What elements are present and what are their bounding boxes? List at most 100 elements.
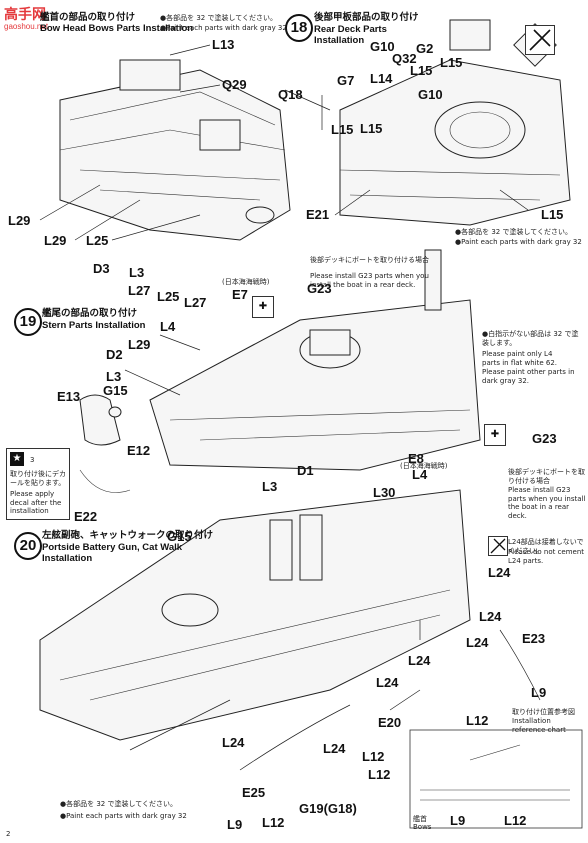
part-label-l12c: L12 — [368, 767, 391, 782]
step20-title-en2: Installation — [42, 553, 93, 564]
part-label-g7: G7 — [337, 73, 355, 88]
noglue-jp: L24部品は接着しないでください。 — [508, 538, 584, 555]
step18-rear-en: Please install G23 parts when you instal… — [310, 272, 429, 289]
part-label-g19: G19(G18) — [299, 801, 357, 816]
ref-chart-en2: reference chart — [512, 726, 566, 734]
step18-number: 18 — [285, 14, 313, 42]
part-label-l15c: L15 — [331, 122, 354, 137]
decal-icon: ★ — [10, 452, 24, 466]
step19-rear-en: Please install G23 parts when you instal… — [508, 486, 586, 520]
part-label-l15b: L15 — [440, 55, 463, 70]
boat-icon-e7: ✚ — [252, 296, 274, 318]
portside-drawing — [39, 489, 541, 771]
decal-jp: 取り付け後にデカールを貼ります。 — [10, 470, 66, 487]
part-label-e23: E23 — [522, 631, 546, 646]
part-label-l29c: L29 — [128, 337, 151, 352]
part-label-e12: E12 — [127, 443, 151, 458]
part-label-l3c: L3 — [262, 479, 278, 494]
part-label-e20: E20 — [378, 715, 402, 730]
part-label-l30: L30 — [373, 485, 396, 500]
part-label-e7: E7 — [232, 287, 248, 302]
part-label-l4b: L4 — [412, 467, 428, 482]
part-label-l24b: L24 — [479, 609, 502, 624]
part-label-e25: E25 — [242, 785, 266, 800]
part-label-e21: E21 — [306, 207, 330, 222]
white-paint-en4: dark gray 32. — [482, 377, 530, 385]
part-label-l24e: L24 — [376, 675, 399, 690]
part-label-l9b: L9 — [227, 817, 243, 832]
step20-title-jp: 左舷副砲、キャットウォークの取り付け — [42, 530, 214, 541]
part-label-l15a: L15 — [410, 63, 433, 78]
part-label-l15d: L15 — [360, 121, 383, 136]
rear-deck-drawing — [321, 19, 571, 226]
part-label-l12a: L12 — [466, 713, 489, 728]
stern-drawing — [79, 249, 481, 493]
boat-icon-e8: ✚ — [484, 424, 506, 446]
part-label-g15a: G15 — [103, 383, 128, 398]
part-label-l25b: L25 — [157, 289, 180, 304]
step17-title-en: Bow Head Bows Parts Installation — [40, 23, 194, 34]
part-label-d1: D1 — [297, 463, 314, 478]
bow-hull-drawing — [59, 59, 291, 241]
step20-paint-en: ●Paint each parts with dark gray 32 — [60, 812, 187, 820]
part-label-g23a: G23 — [307, 281, 332, 296]
step18-title-jp: 後部甲板部品の取り付け — [314, 12, 419, 23]
part-label-e22: E22 — [74, 509, 98, 524]
bows-en: Bows — [413, 823, 432, 831]
part-label-l15e: L15 — [541, 207, 564, 222]
part-label-l24g: L24 — [323, 741, 346, 756]
part-label-l9a: L9 — [531, 685, 547, 700]
step17-paint-jp: ●各部品を 32 で塗装してください。 — [160, 14, 278, 22]
white-paint-jp: ●白指示がない部品は 32 で塗装します。 — [482, 330, 579, 347]
part-label-d2: D2 — [106, 347, 123, 362]
part-label-l3a: L3 — [129, 265, 145, 280]
part-label-q32: Q32 — [392, 51, 417, 66]
decal-number: 3 — [30, 456, 35, 464]
part-label-e8: E8 — [408, 451, 424, 466]
part-label-l4a: L4 — [160, 319, 176, 334]
part-label-l24d: L24 — [408, 653, 431, 668]
white-paint-en2: parts in flat white 62. — [482, 359, 558, 367]
part-label-l27b: L27 — [184, 295, 207, 310]
noglue-en: Please do not cement L24 parts. — [508, 548, 585, 565]
part-label-l3b: L3 — [106, 369, 122, 384]
watermark-url: gaoshou.net — [4, 22, 49, 31]
ref-chart-en1: Installation — [512, 717, 551, 725]
step20-number: 20 — [14, 532, 42, 560]
part-label-l12b: L12 — [362, 749, 385, 764]
part-label-l29b: L29 — [44, 233, 67, 248]
part-label-l27a: L27 — [128, 283, 151, 298]
part-label-g23b: G23 — [532, 431, 557, 446]
step19-e7-battle: (日本海海戦時) — [222, 278, 270, 286]
step18-title-en1: Rear Deck Parts — [314, 24, 387, 35]
step20-title-en1: Portside Battery Gun, Cat Walk — [42, 542, 183, 553]
part-label-g15b: G15 — [167, 529, 192, 544]
part-label-l14: L14 — [370, 71, 393, 86]
part-label-l13: L13 — [212, 37, 235, 52]
leader-lines — [39, 44, 529, 751]
step18-title-en2: Installation — [314, 35, 365, 46]
part-label-d3: D3 — [93, 261, 110, 276]
part-label-l24c: L24 — [466, 635, 489, 650]
step17-paint-en: ●Paint each parts with dark gray 32 — [160, 24, 287, 32]
part-label-l25: L25 — [86, 233, 109, 248]
part-label-l12d: L12 — [262, 815, 285, 830]
reference-chart-frame — [409, 729, 583, 829]
step19-rear-jp: 後部デッキにボートを取り付ける場合 — [508, 468, 585, 485]
part-label-g10b: G10 — [418, 87, 443, 102]
step17-title-jp: 艦首の部品の取り付け — [40, 12, 136, 23]
page-number: 2 — [6, 830, 11, 838]
step19-title-en: Stern Parts Installation — [42, 320, 146, 331]
step18-rear-jp: 後部デッキにボートを取り付ける場合 — [310, 256, 429, 264]
step19-title-jp: 艦尾の部品の取り付け — [42, 308, 138, 319]
ref-chart-jp: 取り付け位置参考図 — [512, 708, 575, 716]
decal-en: Please apply decal after the installatio… — [10, 490, 62, 515]
part-label-q29: Q29 — [222, 77, 247, 92]
part-label-l12e: L12 — [504, 813, 527, 828]
part-label-e13: E13 — [57, 389, 81, 404]
step18-paint-jp: ●各部品を 32 で塗装してください。 — [455, 228, 573, 236]
white-paint-en1: Please paint only L4 — [482, 350, 553, 358]
white-paint-en3: Please paint other parts in — [482, 368, 575, 376]
step19-e8-battle: (日本海海戦時) — [400, 462, 448, 470]
